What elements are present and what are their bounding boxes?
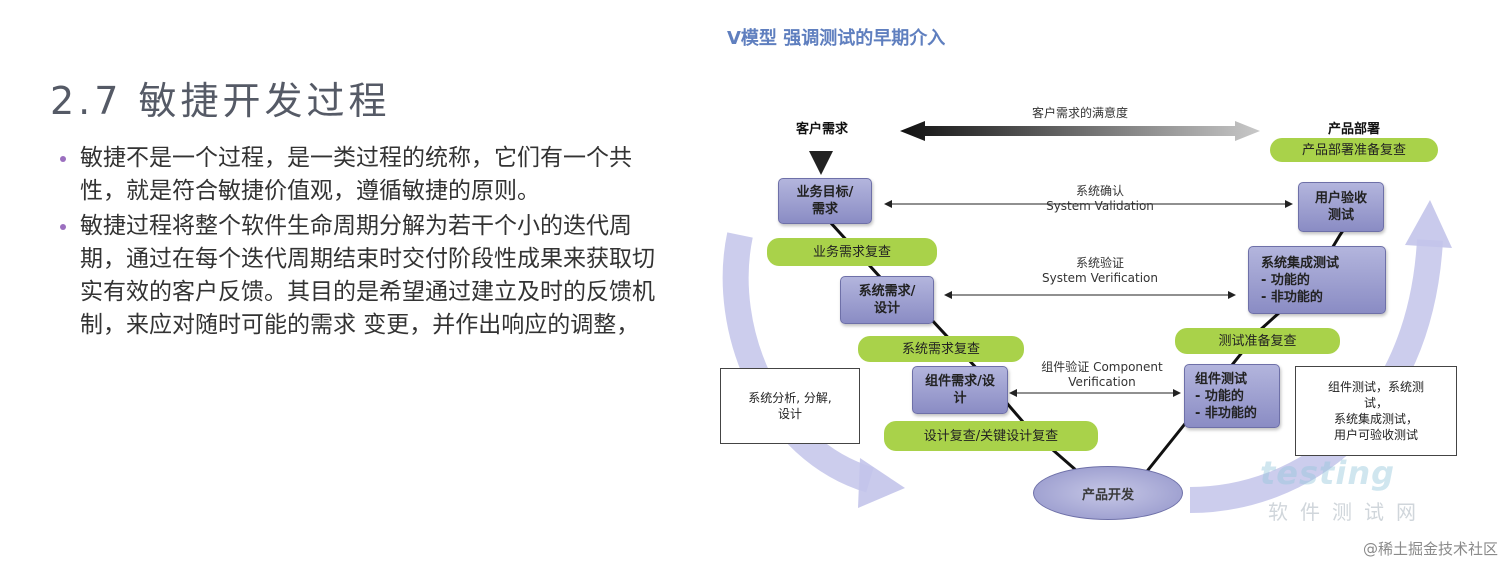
system-req-review-box: 系统需求复查 xyxy=(858,336,1024,362)
bullet-item: 敏捷不是一个过程，是一类过程的统称，它们有一个共性，就是符合敏捷价值观，遵循敏捷… xyxy=(60,142,660,208)
satisfaction-arrow xyxy=(900,121,1260,141)
bullet-text: 敏捷过程将整个软件生命周期分解为若干个小的迭代周期，通过在每个迭代周期结束时交付… xyxy=(80,213,655,338)
product-deploy-label: 产品部署 xyxy=(1328,122,1381,137)
testing-watermark-sub: 软件测试网 xyxy=(1268,500,1428,524)
bullet-dot xyxy=(60,224,66,230)
system-verification-label: 系统验证 System Verification xyxy=(1042,256,1158,285)
bullet-dot xyxy=(60,156,66,162)
customer-need-label: 客户需求 xyxy=(796,122,849,137)
business-review-box: 业务需求复查 xyxy=(767,238,937,266)
v-model-diagram: V模型 强调测试的早期介入 xyxy=(700,0,1512,574)
testing-watermark-logo: testing xyxy=(1260,454,1395,492)
business-goal-box: 业务目标/ 需求 xyxy=(778,178,872,224)
bullet-list: 敏捷不是一个过程，是一类过程的统称，它们有一个共性，就是符合敏捷价值观，遵循敏捷… xyxy=(60,142,660,344)
left-curve-head xyxy=(858,458,905,508)
satisfaction-label: 客户需求的满意度 xyxy=(1031,106,1128,120)
system-req-design-box: 系统需求/ 设计 xyxy=(840,276,934,324)
test-prep-review-box: 测试准备复查 xyxy=(1175,328,1340,354)
component-test-box: 组件测试 - 功能的 - 非功能的 xyxy=(1184,364,1280,428)
component-verification-label: 组件验证 Component Verification xyxy=(1041,360,1163,389)
product-dev-ellipse: 产品开发 xyxy=(1033,466,1183,520)
bullet-item: 敏捷过程将整个软件生命周期分解为若干个小的迭代周期，通过在每个迭代周期结束时交付… xyxy=(60,210,660,342)
deploy-review-box: 产品部署准备复查 xyxy=(1270,138,1438,162)
diagram-title: V模型 强调测试的早期介入 xyxy=(727,28,946,49)
component-design-box: 组件需求/设 计 xyxy=(912,366,1008,414)
bullet-text: 敏捷不是一个过程，是一类过程的统称，它们有一个共性，就是符合敏捷价值观，遵循敏捷… xyxy=(80,145,632,204)
left-note-box: 系统分析, 分解, 设计 xyxy=(720,368,860,444)
right-note-box: 组件测试，系统测 试， 系统集成测试， 用户可验收测试 xyxy=(1295,366,1457,456)
slide-title: 2.7 敏捷开发过程 xyxy=(50,79,391,123)
system-integration-box: 系统集成测试 - 功能的 - 非功能的 xyxy=(1248,246,1386,314)
right-curve-head xyxy=(1405,200,1452,248)
acceptance-test-box: 用户验收 测试 xyxy=(1298,182,1384,232)
source-credit: @稀土掘金技术社区 xyxy=(1362,540,1498,558)
design-review-box: 设计复查/关键设计复查 xyxy=(884,421,1098,451)
system-validation-label: 系统确认 System Validation xyxy=(1046,184,1154,213)
